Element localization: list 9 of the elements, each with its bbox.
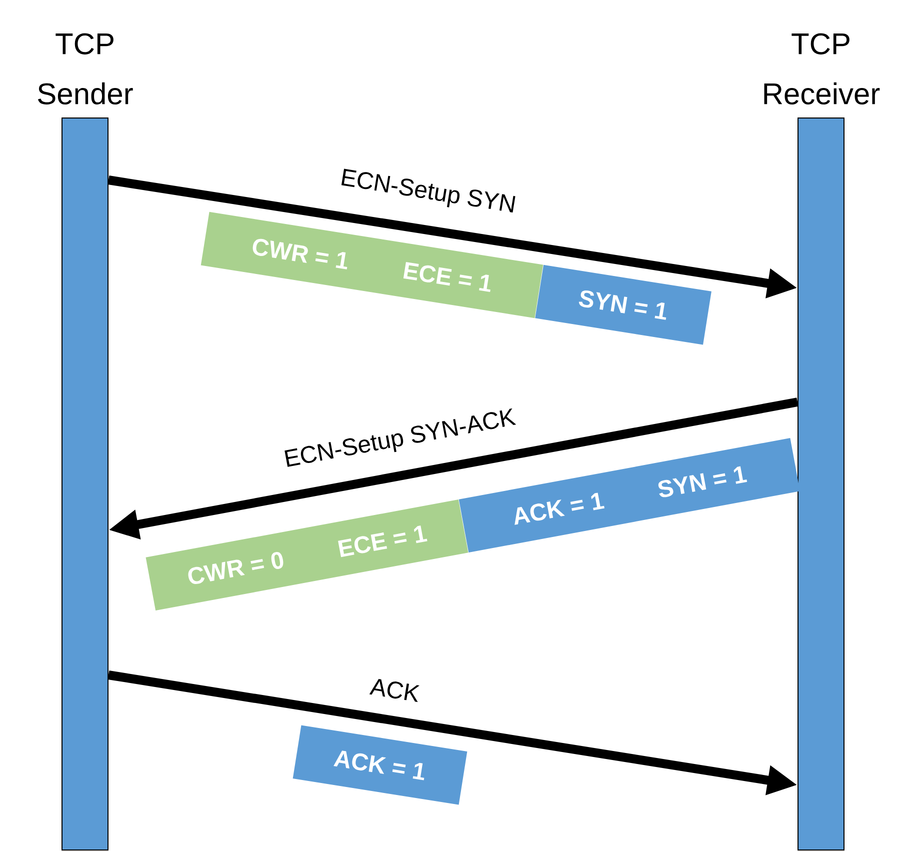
lifeline-heading: TCP Receiver	[764, 33, 880, 104]
flag-band: SYN = 1	[535, 264, 712, 345]
flag-band: ACK = 1	[292, 725, 468, 805]
lifeline-heading: TCP Sender	[38, 33, 133, 104]
flag-band: ACK = 1 SYN = 1	[458, 438, 800, 552]
flag-band: CWR = 0 ECE = 1	[146, 499, 468, 611]
edge-label: ACK	[369, 679, 420, 702]
edge-label: ECN-Setup SYN	[341, 168, 516, 213]
flag-band: CWR = 1 ECE = 1	[200, 212, 544, 318]
